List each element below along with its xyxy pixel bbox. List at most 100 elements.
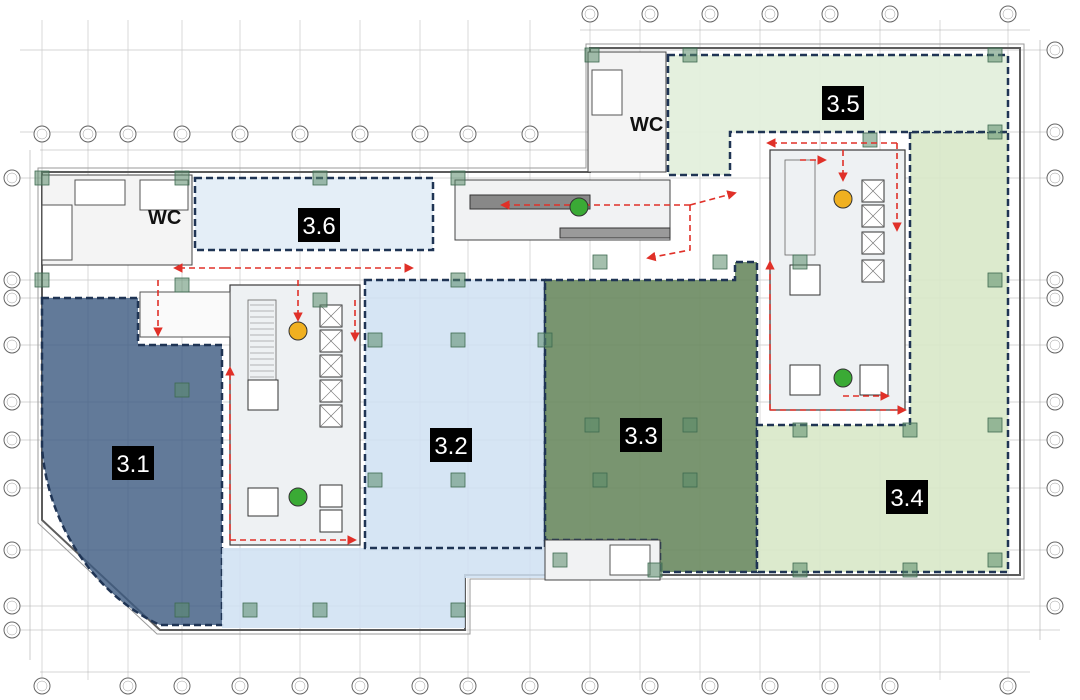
unit-label-text: 3.3 (624, 423, 657, 450)
lift-icon (861, 204, 885, 228)
column-icon (174, 602, 190, 618)
column-icon (682, 472, 698, 488)
grid-bubble-icon (3, 431, 21, 449)
column-icon (792, 562, 808, 578)
grid-bubble-icon (3, 271, 21, 289)
grid-bubble-icon (291, 125, 309, 143)
evacuation-arrow-icon (689, 190, 737, 206)
unit-label-3-2: 3.2 (430, 428, 472, 462)
column-icon (647, 562, 663, 578)
column-icon (174, 170, 190, 186)
service-corridor-core (454, 179, 671, 241)
lift-icon (861, 179, 885, 203)
column-icon (592, 472, 608, 488)
grid-bubble-icon (999, 677, 1017, 695)
unit-label-text: 3.4 (890, 485, 923, 512)
column-icon (902, 562, 918, 578)
marker-green (833, 368, 853, 388)
column-icon (312, 292, 328, 308)
column-icon (712, 254, 728, 270)
grid-bubble-icon (1046, 271, 1064, 289)
column-icon (682, 417, 698, 433)
column-icon (792, 422, 808, 438)
grid-bubble-icon (641, 677, 659, 695)
column-icon (987, 124, 1003, 140)
grid-bubble-icon (1046, 431, 1064, 449)
lift-icon (861, 231, 885, 255)
column-icon (242, 602, 258, 618)
grid-bubble-icon (1046, 41, 1064, 59)
wc-block-left (41, 174, 193, 266)
lift-bank-right (861, 179, 885, 283)
column-icon (174, 277, 190, 293)
lift-bank-left (319, 304, 343, 533)
unit-3-2-boundary (363, 278, 547, 550)
grid-bubble-icon (761, 677, 779, 695)
grid-bubble-icon (821, 677, 839, 695)
grid-bubble-icon (761, 5, 779, 23)
wc-block-top (587, 51, 667, 173)
column-icon (450, 332, 466, 348)
grid-bubble-icon (3, 169, 21, 187)
column-icon (174, 382, 190, 398)
column-icon (862, 132, 878, 148)
unit-label-text: 3.6 (302, 213, 335, 240)
grid-bubble-icon (173, 677, 191, 695)
grid-bubble-icon (351, 125, 369, 143)
grid-bubble-icon (459, 125, 477, 143)
unit-label-3-3: 3.3 (620, 418, 662, 452)
column-icon (792, 254, 808, 270)
unit-label-3-5: 3.5 (822, 86, 864, 120)
marker-green (288, 487, 308, 507)
column-icon (987, 272, 1003, 288)
column-icon (367, 472, 383, 488)
lift-icon (319, 354, 343, 378)
grid-bubble-icon (581, 5, 599, 23)
stair-icon (250, 304, 274, 384)
grid-bubble-icon (581, 677, 599, 695)
column-icon (902, 422, 918, 438)
grid-bubble-icon (1046, 169, 1064, 187)
lift-icon (319, 404, 343, 428)
unit-label-3-1: 3.1 (112, 446, 154, 480)
grid-bubble-icon (411, 125, 429, 143)
grid-bubble-icon (351, 677, 369, 695)
grid-bubble-icon (119, 677, 137, 695)
unit-label-text: 3.5 (826, 91, 859, 118)
unit-label-text: 3.2 (434, 433, 467, 460)
lobby-left (139, 291, 231, 338)
grid-bubble-icon (3, 479, 21, 497)
grid-bubble-icon (1046, 541, 1064, 559)
lift-icon (861, 259, 885, 283)
grid-bubble-icon (1046, 123, 1064, 141)
lift-icon (319, 379, 343, 403)
column-icon (367, 332, 383, 348)
unit-3-2-corridor (222, 280, 545, 628)
column-icon (450, 272, 466, 288)
lift-icon (319, 304, 343, 328)
grid-bubble-icon (821, 5, 839, 23)
column-icon (552, 552, 568, 568)
column-icon (987, 417, 1003, 433)
column-icon (312, 170, 328, 186)
grid-bubble-icon (1046, 336, 1064, 354)
grid-bubble-icon (79, 125, 97, 143)
evacuation-routes (153, 138, 907, 545)
unit-3-3-area (543, 260, 759, 574)
grid-bubble-icon (119, 125, 137, 143)
grid-bubble-icon (33, 677, 51, 695)
column-icon (584, 47, 600, 63)
column-icon (450, 602, 466, 618)
column-icon (682, 47, 698, 63)
column-icon (987, 552, 1003, 568)
grid-bubble-icon (1046, 289, 1064, 307)
grid-bubble-icon (173, 125, 191, 143)
unit-label-text: 3.1 (116, 451, 149, 478)
column-icon (34, 170, 50, 186)
grid-bubbles (3, 5, 1064, 695)
grid-bubble-icon (3, 621, 21, 639)
wc-label-left: WC (148, 207, 181, 229)
column-icon (450, 170, 466, 186)
marker-green (569, 197, 589, 217)
column-icon (592, 254, 608, 270)
